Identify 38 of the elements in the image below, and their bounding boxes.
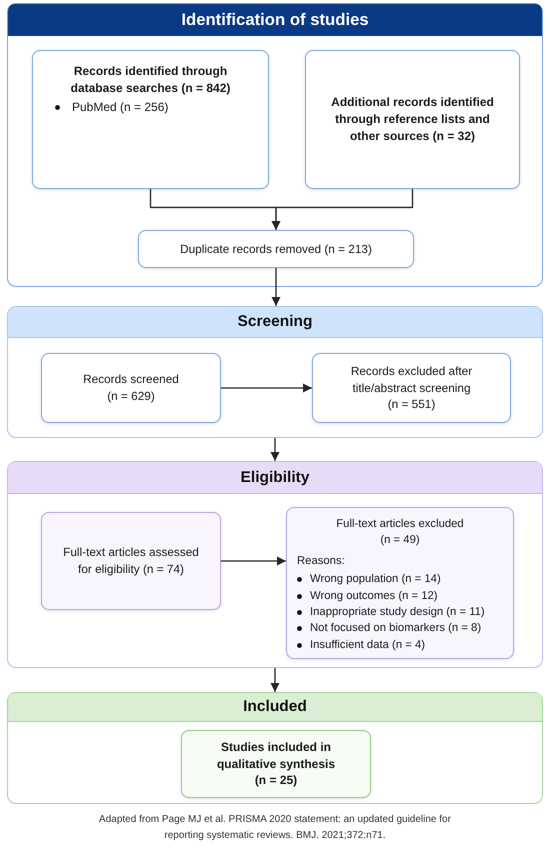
stage-panel bbox=[7, 3, 543, 287]
process-box bbox=[32, 50, 269, 189]
arrow bbox=[221, 556, 286, 566]
list-item: Wrong outcomes (n = 12) bbox=[310, 588, 438, 604]
process-box bbox=[41, 512, 221, 610]
list-item: Wrong population (n = 14) bbox=[310, 572, 441, 588]
box-text: Records excluded after title/abstract screening (n = 551) bbox=[350, 363, 474, 413]
arrow bbox=[270, 668, 280, 692]
caption: Adapted from Page MJ et al. PRISMA 2020 statement: an updated guideline for reporting systematic reviews. BMJ. 2021;372:n71. bbox=[98, 813, 452, 842]
process-box bbox=[305, 50, 520, 189]
list-label: Reasons: bbox=[297, 554, 346, 569]
stage-header: Identification of studies bbox=[8, 4, 542, 36]
arrow bbox=[221, 384, 312, 392]
list-item: PubMed (n = 256) bbox=[72, 98, 168, 116]
process-box bbox=[312, 353, 511, 423]
box-heading: Additional records identified through reference lists and other sources (n = 32) bbox=[330, 94, 495, 145]
process-box bbox=[181, 730, 371, 798]
process-box bbox=[41, 353, 221, 423]
box-heading: Records identified through database searches (n = 842) bbox=[70, 63, 232, 97]
list-item: Inappropriate study design (n = 11) bbox=[310, 604, 485, 620]
process-box bbox=[286, 507, 514, 659]
arrow bbox=[272, 268, 280, 306]
stage-panel bbox=[7, 461, 543, 668]
arrow bbox=[272, 189, 414, 230]
process-box bbox=[138, 230, 414, 268]
stage-panel bbox=[7, 692, 543, 804]
box-heading: Studies included in qualitative synthesis (n = 25) bbox=[216, 738, 336, 790]
box-text: Full-text articles excluded (n = 49) bbox=[335, 517, 465, 548]
box-text: Full-text articles assessed for eligibility (n = 74) bbox=[62, 544, 200, 578]
stage-header: Eligibility bbox=[8, 462, 542, 494]
list-item: Insufficient data (n = 4) bbox=[310, 638, 426, 653]
stage-header: Included bbox=[8, 693, 542, 722]
arrow bbox=[270, 438, 280, 461]
stage-header: Screening bbox=[8, 307, 542, 338]
list-item: Not focused on biomarkers (n = 8) bbox=[310, 621, 482, 636]
stage-panel bbox=[7, 306, 543, 438]
box-text: Records screened (n = 629) bbox=[82, 371, 180, 405]
box-text: Duplicate records removed (n = 213) bbox=[180, 240, 372, 258]
